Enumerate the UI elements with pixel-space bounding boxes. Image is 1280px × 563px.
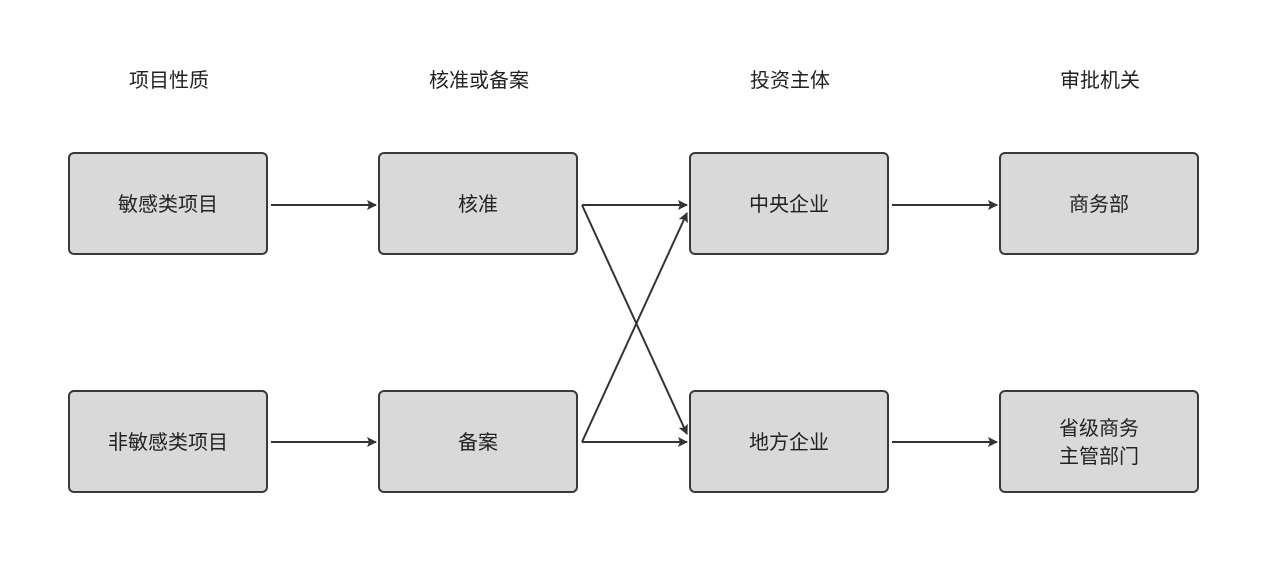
node-label: 非敏感类项目 xyxy=(108,429,228,454)
node-mofcom: 商务部 xyxy=(999,152,1199,255)
node-sensitive-project: 敏感类项目 xyxy=(68,152,268,255)
header-authority: 审批机关 xyxy=(1060,68,1140,92)
header-approval-or-filing: 核准或备案 xyxy=(429,68,529,92)
node-provincial-commerce-dept: 省级商务 主管部门 xyxy=(999,390,1199,493)
node-label: 地方企业 xyxy=(749,429,829,454)
node-central-enterprise: 中央企业 xyxy=(689,152,889,255)
node-label: 备案 xyxy=(458,429,498,454)
node-label: 敏感类项目 xyxy=(118,191,218,216)
node-label: 中央企业 xyxy=(749,191,829,216)
node-label-line2: 主管部门 xyxy=(1059,443,1139,468)
node-non-sensitive-project: 非敏感类项目 xyxy=(68,390,268,493)
node-label-line1: 省级商务 xyxy=(1059,415,1139,440)
header-project-nature: 项目性质 xyxy=(129,68,209,92)
edge-approval-to-local xyxy=(581,204,688,435)
node-label: 商务部 xyxy=(1069,191,1129,216)
node-approval: 核准 xyxy=(378,152,578,255)
node-filing: 备案 xyxy=(378,390,578,493)
node-local-enterprise: 地方企业 xyxy=(689,390,889,493)
header-investor: 投资主体 xyxy=(750,68,830,92)
node-label: 核准 xyxy=(458,191,498,216)
edge-filing-to-central xyxy=(581,212,688,443)
